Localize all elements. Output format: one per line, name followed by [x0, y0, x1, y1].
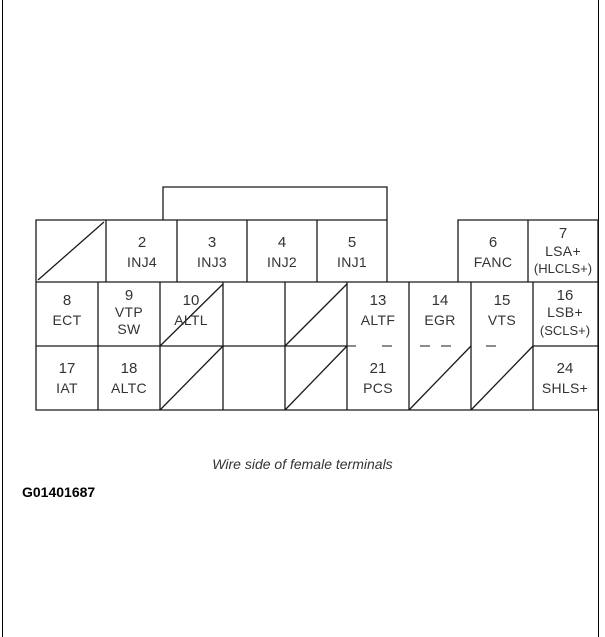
terminal-10-number: 10 [183, 292, 200, 309]
terminal-16-number: 16 [557, 287, 574, 304]
terminal-16-sublabel: (SCLS+) [540, 323, 590, 338]
blank-cavity-12 [284, 283, 348, 347]
terminal-18-label: ALTC [111, 380, 147, 396]
terminal-24-label: SHLS+ [542, 380, 588, 396]
terminal-15-label: VTS [488, 312, 516, 328]
figure-id: G01401687 [22, 484, 96, 500]
terminal-15-number: 15 [494, 292, 511, 309]
terminal-7-number: 7 [559, 225, 567, 242]
terminal-8-label: ECT [53, 312, 82, 328]
terminal-7-sublabel: (HLCLS+) [534, 261, 592, 276]
terminal-21-number: 21 [370, 360, 387, 377]
blank-cavity-23 [470, 345, 534, 411]
terminal-17-label: IAT [56, 380, 78, 396]
terminal-4-label: INJ2 [267, 254, 297, 270]
blank-cavity-11 [159, 283, 224, 347]
terminal-8-number: 8 [63, 292, 71, 309]
terminal-13-number: 13 [370, 292, 387, 309]
terminal-2-number: 2 [138, 234, 146, 251]
page-border-left [2, 0, 3, 637]
terminal-16-label: LSB+ [547, 304, 583, 320]
terminal-18-number: 18 [121, 360, 138, 377]
terminal-3-number: 3 [208, 234, 216, 251]
terminal-9-label: VTP [115, 304, 143, 320]
blank-cavity-19 [159, 345, 224, 411]
blank-cavity-22 [408, 345, 472, 411]
terminal-9-sublabel: SW [117, 321, 141, 337]
blank-cavity-20 [284, 345, 348, 411]
terminal-5-number: 5 [348, 234, 356, 251]
row1-dividers [105, 220, 529, 282]
terminal-6-label: FANC [474, 254, 513, 270]
terminal-21-label: PCS [363, 380, 393, 396]
terminal-14-label: EGR [424, 312, 455, 328]
terminal-10-label: ALTL [174, 312, 208, 328]
terminal-7-label: LSA+ [545, 243, 581, 259]
terminal-4-number: 4 [278, 234, 286, 251]
terminal-14-number: 14 [432, 292, 449, 309]
terminal-13-label: ALTF [361, 312, 395, 328]
blank-cavity-1 [37, 221, 105, 281]
terminal-17-number: 17 [59, 360, 76, 377]
terminal-2-label: INJ4 [127, 254, 157, 270]
terminal-5-label: INJ1 [337, 254, 367, 270]
diagram-caption: Wire side of female terminals [212, 456, 393, 472]
terminal-3-label: INJ3 [197, 254, 227, 270]
terminal-9-number: 9 [125, 287, 133, 304]
terminal-6-number: 6 [489, 234, 497, 251]
terminal-24-number: 24 [557, 360, 574, 377]
